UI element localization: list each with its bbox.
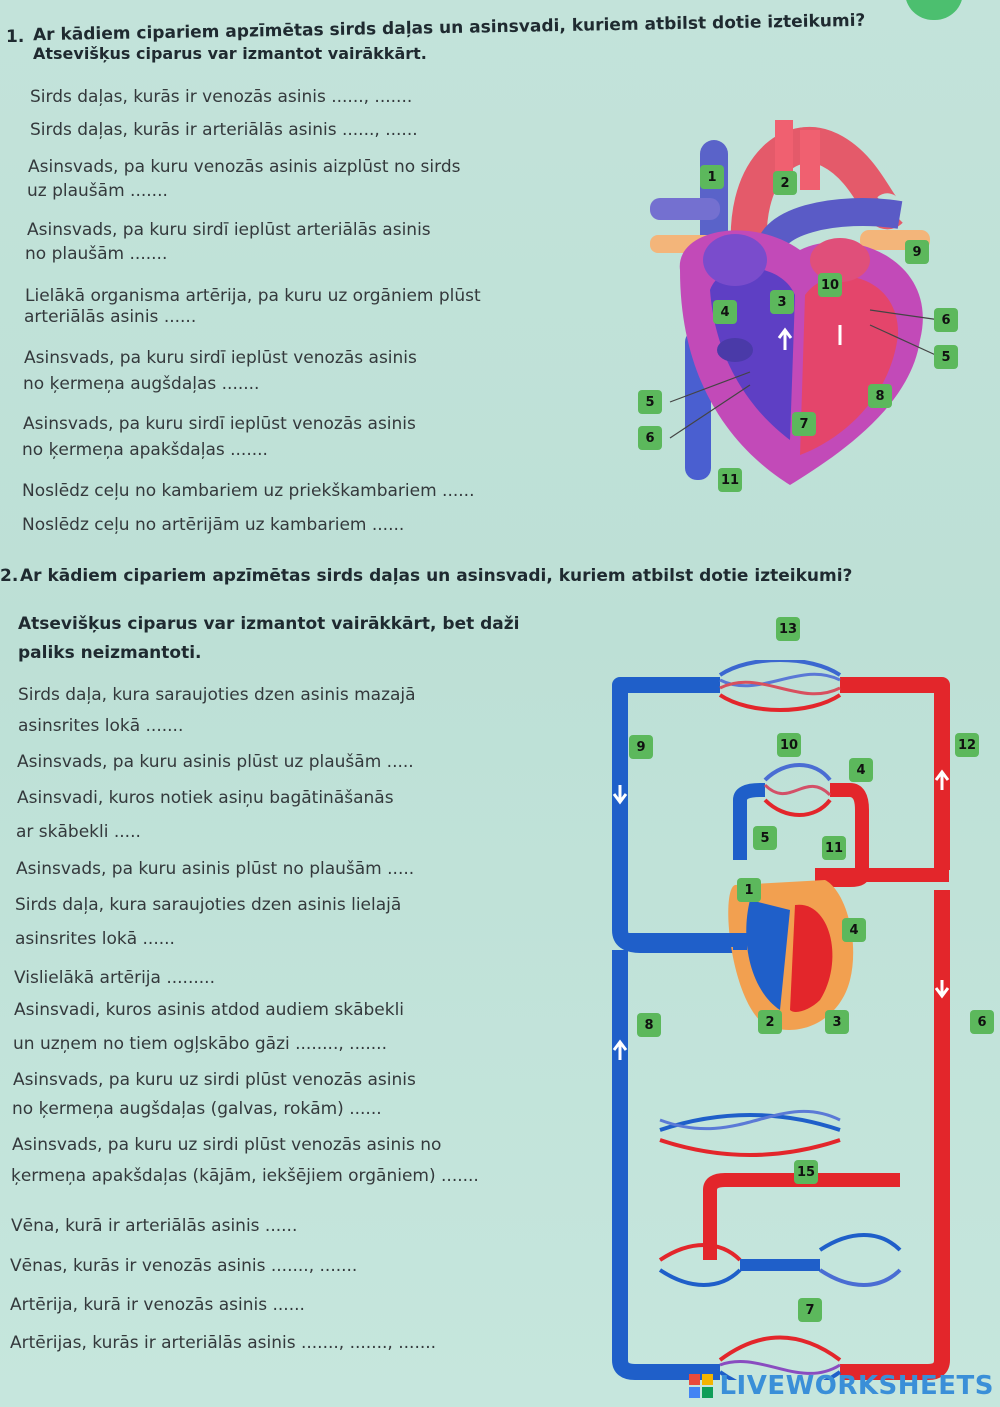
circ-label-9[interactable]: 9 (629, 735, 653, 759)
circ-label-15[interactable]: 15 (794, 1160, 818, 1184)
q2-line: asinsrites lokā ....... (18, 716, 184, 736)
circ-label-5[interactable]: 5 (753, 826, 777, 850)
q1-line: Asinsvads, pa kuru sirdī ieplūst venozās… (23, 414, 416, 434)
circ-label-11[interactable]: 11 (822, 836, 846, 860)
heart-label-11[interactable]: 11 (718, 468, 742, 492)
circ-label-4[interactable]: 4 (849, 758, 873, 782)
q1-line: Sirds daļas, kurās ir arteriālās asinis … (30, 120, 418, 140)
q2-line: Artērijas, kurās ir arteriālās asinis ..… (10, 1333, 437, 1353)
q2-line: un uzņem no tiem ogļskābo gāzi ........,… (13, 1034, 387, 1054)
q2-line: Asinsvads, pa kuru asinis plūst uz plauš… (17, 752, 414, 772)
circ-label-13[interactable]: 13 (776, 617, 800, 641)
q2-line: Asinsvads, pa kuru asinis plūst no plauš… (16, 859, 415, 879)
q1-line: Noslēdz ceļu no kambariem uz priekškamba… (22, 481, 475, 501)
heart-label-5[interactable]: 5 (638, 390, 662, 414)
q2-line: ķermeņa apakšdaļas (kājām, iekšējiem org… (11, 1166, 479, 1186)
q1-title: Ar kādiem cipariem apzīmētas sirds daļas… (32, 10, 866, 46)
q2-line: Vēnas, kurās ir venozās asinis ......., … (10, 1256, 358, 1276)
circ-label-2[interactable]: 2 (758, 1010, 782, 1034)
q1-line: Asinsvads, pa kuru venozās asinis aizplū… (28, 157, 461, 177)
liveworksheets-logo: LIVEWORKSHEETS (689, 1371, 994, 1401)
circ-label-4[interactable]: 4 (842, 918, 866, 942)
liveworksheets-icon (689, 1374, 714, 1398)
heart-label-4[interactable]: 4 (713, 300, 737, 324)
heart-label-3[interactable]: 3 (770, 290, 794, 314)
circ-label-1[interactable]: 1 (737, 878, 761, 902)
q1-line: no ķermeņa apakšdaļas ....... (22, 440, 268, 460)
q1-line: Lielākā organisma artērija, pa kuru uz o… (25, 286, 481, 306)
lung-capillaries-top (718, 660, 842, 712)
heart-label-9[interactable]: 9 (905, 240, 929, 264)
q2-line: Sirds daļa, kura saraujoties dzen asinis… (18, 685, 416, 705)
heart-label-10[interactable]: 10 (818, 273, 842, 297)
q1-line: Noslēdz ceļu no artērijām uz kambariem .… (22, 515, 405, 535)
q2-line: Asinsvads, pa kuru uz sirdi plūst venozā… (13, 1070, 416, 1090)
q2-line: Asinsvadi, kuros notiek asiņu bagātināša… (17, 788, 394, 808)
heart-diagram (650, 120, 941, 485)
q2-title: Ar kādiem cipariem apzīmētas sirds daļas… (20, 566, 853, 586)
circulation-diagram (612, 660, 950, 1380)
q2-line: Asinsvadi, kuros asinis atdod audiem skā… (14, 1000, 405, 1020)
circ-label-7[interactable]: 7 (798, 1298, 822, 1322)
q2-line: Sirds daļa, kura saraujoties dzen asinis… (15, 895, 402, 915)
q2-number: 2. (0, 566, 19, 586)
watermark-text: LIVEWORKSHEETS (719, 1371, 994, 1401)
heart-label-8[interactable]: 8 (868, 384, 892, 408)
heart-label-2[interactable]: 2 (773, 171, 797, 195)
q1-line: Sirds daļas, kurās ir venozās asinis ...… (30, 87, 413, 107)
q1-line: Asinsvads, pa kuru sirdī ieplūst venozās… (24, 348, 417, 368)
q2-line: Vēna, kurā ir arteriālās asinis ...... (11, 1216, 298, 1236)
heart-label-5[interactable]: 5 (934, 345, 958, 369)
circ-label-10[interactable]: 10 (777, 733, 801, 757)
circ-label-3[interactable]: 3 (825, 1010, 849, 1034)
q1-line: Asinsvads, pa kuru sirdī ieplūst arteriā… (27, 220, 431, 240)
heart-label-1[interactable]: 1 (700, 165, 724, 189)
circ-label-8[interactable]: 8 (637, 1013, 661, 1037)
q1-line: no ķermeņa augšdaļas ....... (23, 374, 260, 394)
q1-subtitle: Atsevišķus ciparus var izmantot vairākkā… (33, 44, 427, 63)
heart-label-6[interactable]: 6 (934, 308, 958, 332)
download-arrow-icon[interactable] (905, 0, 963, 20)
circ-label-6[interactable]: 6 (970, 1010, 994, 1034)
q2-line: ar skābekli ..... (16, 822, 141, 842)
q2-line: Artērija, kurā ir venozās asinis ...... (10, 1295, 305, 1315)
q2-subtitle: Atsevišķus ciparus var izmantot vairākkā… (18, 614, 520, 634)
q2-subtitle: paliks neizmantoti. (18, 643, 202, 663)
q1-line: arteriālās asinis ...... (24, 307, 197, 327)
heart-label-7[interactable]: 7 (792, 412, 816, 436)
q1-line: uz plaušām ....... (27, 181, 168, 201)
heart-label-6[interactable]: 6 (638, 426, 662, 450)
q1-line: no plaušām ....... (25, 244, 168, 264)
q1-number: 1. (6, 27, 25, 47)
q2-line: Vislielākā artērija ......... (14, 968, 215, 988)
q2-line: no ķermeņa augšdaļas (galvas, rokām) ...… (12, 1099, 382, 1119)
q2-line: Asinsvads, pa kuru uz sirdi plūst venozā… (12, 1135, 442, 1155)
circ-label-12[interactable]: 12 (955, 733, 979, 757)
q2-line: asinsrites lokā ...... (15, 929, 175, 949)
